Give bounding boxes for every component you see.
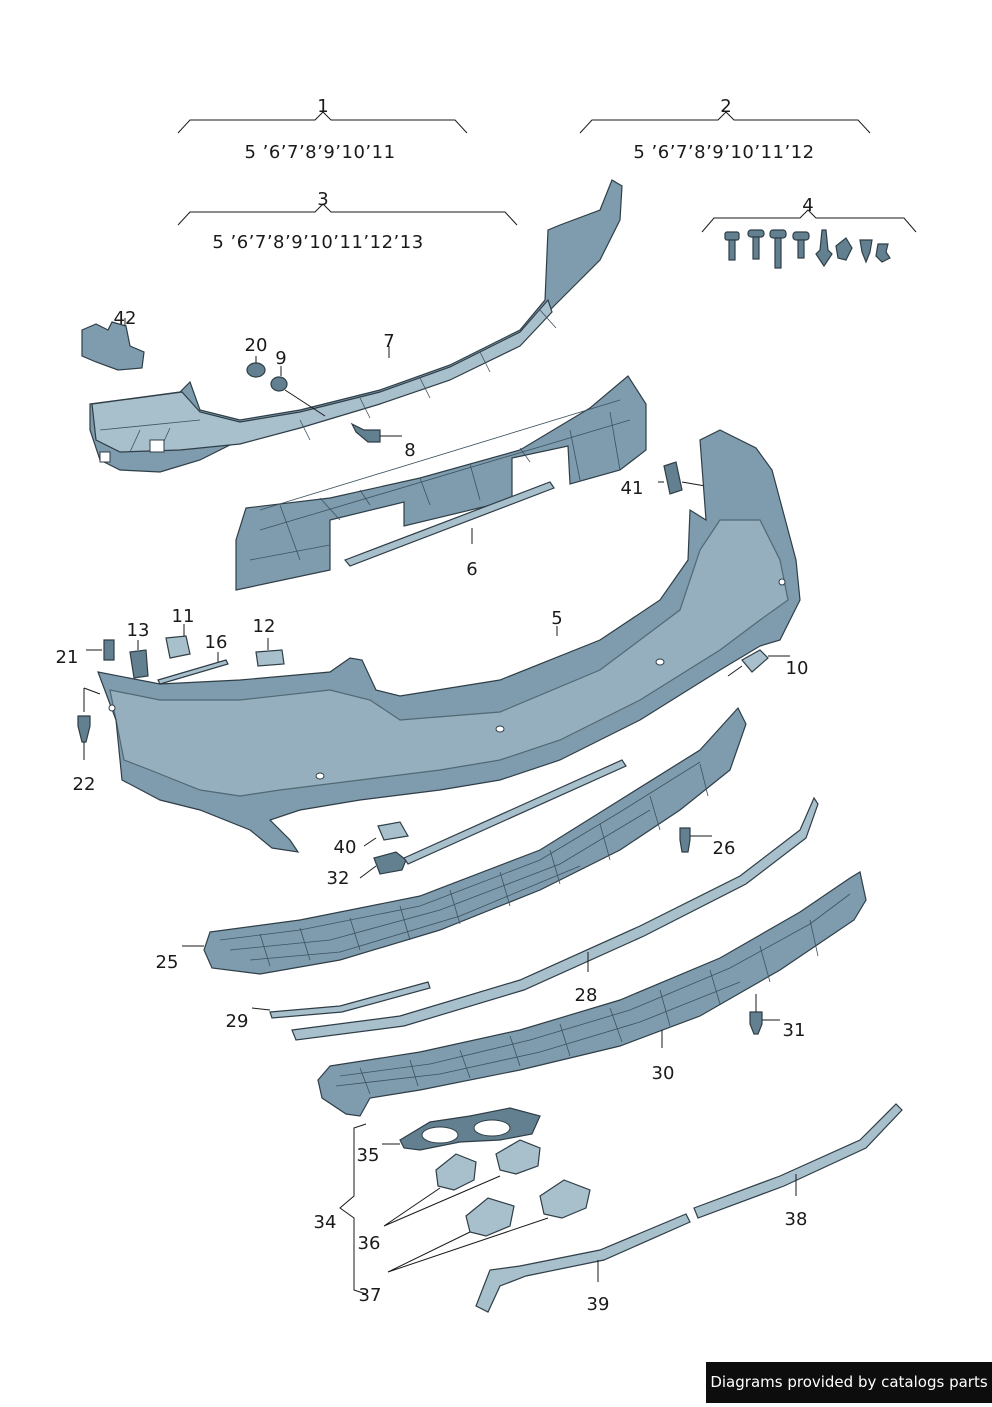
- part-22-bolt: [77, 687, 101, 760]
- callout-21: 21: [56, 647, 79, 668]
- part-9-nut: [270, 366, 326, 417]
- callout-26: 26: [713, 838, 736, 859]
- callout-20: 20: [245, 335, 268, 356]
- group-2-label: 2: [720, 96, 731, 117]
- callout-32: 32: [327, 868, 350, 889]
- callout-9: 9: [275, 348, 286, 369]
- group-4-label: 4: [802, 195, 813, 216]
- callout-13: 13: [127, 620, 150, 641]
- group-bracket-3: 3 5 ’6’7’8’9’10’11’12’13: [177, 189, 518, 253]
- part-41-cap: [658, 461, 741, 495]
- part-16-strip: [157, 652, 229, 685]
- part-7-carrier: [89, 179, 623, 473]
- group-bracket-1: 1 5 ’6’7’8’9’10’11: [177, 96, 468, 163]
- callout-41: 41: [621, 478, 644, 499]
- callout-5: 5: [551, 608, 562, 629]
- callout-30: 30: [652, 1063, 675, 1084]
- part-37-tip: [387, 1179, 591, 1273]
- part-29-trim: [251, 981, 431, 1019]
- callout-16: 16: [205, 632, 228, 653]
- callout-8: 8: [404, 440, 415, 461]
- callout-labels: 5 6 7 8 9 10 11 12 13 16 20 21 22 25 26 …: [56, 308, 809, 1315]
- callout-37: 37: [359, 1285, 382, 1306]
- callout-7: 7: [383, 331, 394, 352]
- callout-12: 12: [253, 616, 276, 637]
- part-6-absorber: [235, 375, 647, 591]
- part-20-grommet: [246, 356, 266, 378]
- part-30-lower-diffuser: [317, 871, 867, 1117]
- part-32-module: [359, 759, 627, 879]
- group-bracket-2: 2 5 ’6’7’8’9’10’11’12: [579, 96, 871, 163]
- fastener-kit: [724, 229, 891, 269]
- part-25-diffuser-insert: [182, 706, 747, 975]
- callout-35: 35: [357, 1145, 380, 1166]
- part-31-bolt: [749, 994, 780, 1035]
- part-8-sensor-bracket: [350, 422, 402, 443]
- part-38-strip: [693, 1103, 903, 1219]
- callout-38: 38: [785, 1209, 808, 1230]
- part-11-bracket: [165, 624, 191, 659]
- credit-banner: Diagrams provided by catalogs parts: [706, 1362, 992, 1403]
- part-21-bolt: [86, 639, 115, 661]
- part-10-tow-cap: [727, 649, 790, 677]
- callout-28: 28: [575, 985, 598, 1006]
- part-35-tailpipe-frame: [382, 1107, 541, 1151]
- part-39-strip: [475, 1213, 691, 1313]
- group-3-label: 3: [317, 189, 328, 210]
- group-bracket-4: 4: [701, 195, 917, 233]
- callout-36: 36: [358, 1233, 381, 1254]
- group-1-members: 5 ’6’7’8’9’10’11: [244, 142, 395, 163]
- group-2-members: 5 ’6’7’8’9’10’11’12: [633, 142, 814, 163]
- part-28-trim-strip: [291, 796, 819, 1041]
- callout-11: 11: [172, 606, 195, 627]
- group-3-members: 5 ’6’7’8’9’10’11’12’13: [212, 232, 423, 253]
- part-40-bracket: [363, 821, 409, 847]
- callout-25: 25: [156, 952, 179, 973]
- callout-40: 40: [334, 837, 357, 858]
- callout-34: 34: [314, 1212, 337, 1233]
- group-1-label: 1: [317, 96, 328, 117]
- part-36-tip: [383, 1139, 541, 1227]
- callout-29: 29: [226, 1011, 249, 1032]
- callout-22: 22: [73, 774, 96, 795]
- part-26-bolt: [679, 827, 712, 853]
- callout-6: 6: [466, 559, 477, 580]
- part-5-bumper-cover: [97, 429, 801, 853]
- callout-31: 31: [783, 1020, 806, 1041]
- callout-42: 42: [114, 308, 137, 329]
- callout-39: 39: [587, 1294, 610, 1315]
- part-42-bracket: [81, 318, 145, 371]
- callout-10: 10: [786, 658, 809, 679]
- part-12-bracket: [255, 638, 285, 667]
- bracket-34: [339, 1123, 367, 1295]
- part-13-clip: [129, 640, 149, 679]
